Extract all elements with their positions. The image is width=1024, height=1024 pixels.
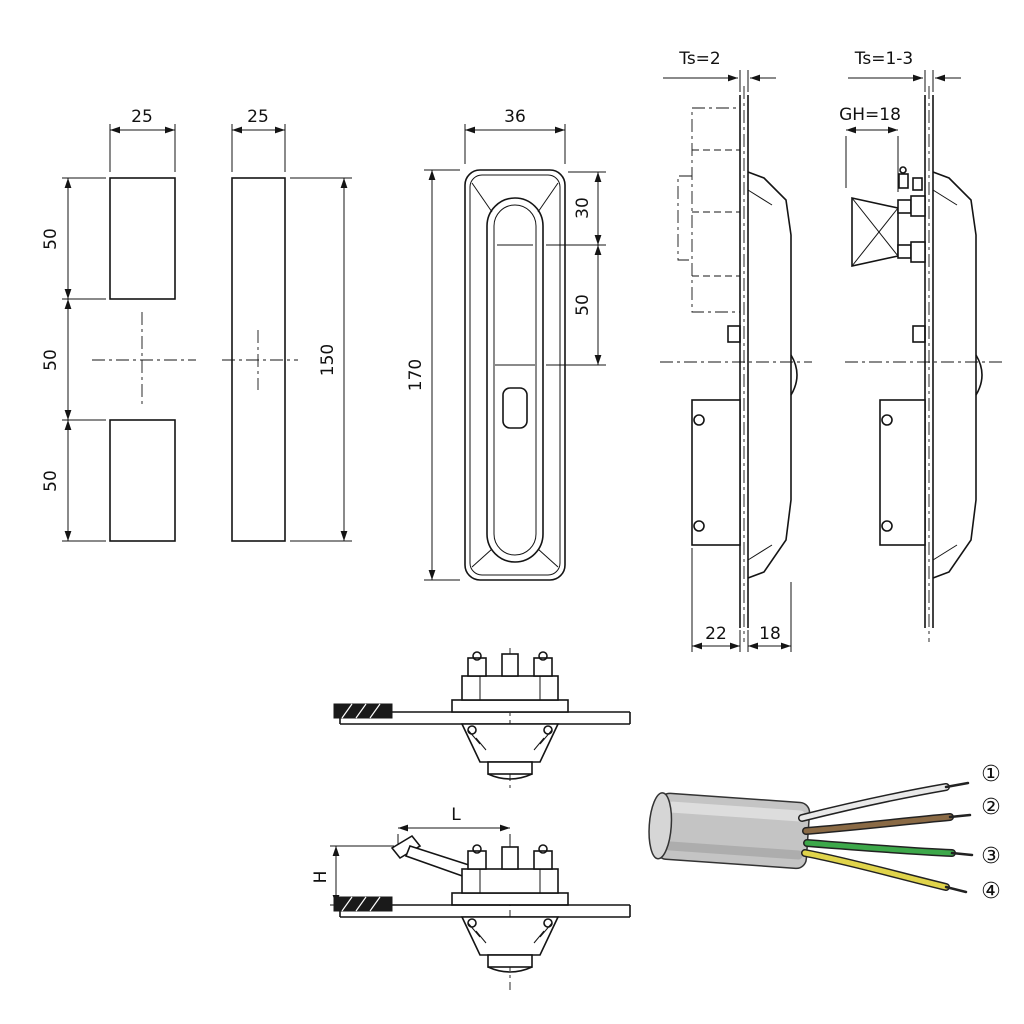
cylinder-cone <box>460 723 560 780</box>
view-handle-front: 36 170 30 50 <box>406 107 606 581</box>
dim-label: 36 <box>504 107 526 127</box>
wire-number-labels: ① ② ③ ④ <box>981 762 1001 904</box>
dim-label: 50 <box>41 470 61 492</box>
lock-case <box>691 399 741 546</box>
block-tall <box>231 177 286 542</box>
block-lower <box>109 419 176 542</box>
wire-label-2: ② <box>981 795 1001 820</box>
cable-end-cap <box>648 792 673 860</box>
dim-grip-height: GH=18 <box>839 105 901 192</box>
wire-4 <box>802 850 949 890</box>
cylinder-cone <box>460 916 560 973</box>
wire-label-3: ③ <box>981 844 1001 869</box>
handle-bump <box>975 354 983 396</box>
dim-panel-thickness: Ts=1-3 <box>848 49 961 92</box>
view-section-open: L H <box>311 805 631 990</box>
dim-depths: 22 18 <box>691 548 792 652</box>
dim-label: 25 <box>131 107 153 127</box>
dim-label: 50 <box>41 228 61 250</box>
dim-label: 22 <box>705 624 727 644</box>
dim-tall-width: 25 <box>231 107 286 172</box>
dim-label: H <box>311 871 331 884</box>
view-side-ts13: Ts=1-3 GH=18 <box>839 49 1005 642</box>
view-section-closed <box>333 648 631 792</box>
latch-mechanism <box>451 651 569 713</box>
cam-hidden-outline <box>691 107 741 313</box>
cable-stub <box>333 703 393 719</box>
cable-illustration: ① ② ③ ④ <box>648 762 1001 904</box>
dim-label: 170 <box>406 359 426 391</box>
dim-label: 18 <box>759 624 781 644</box>
dim-front-width: 36 <box>464 107 566 164</box>
escutcheon-profile <box>932 171 977 579</box>
wires <box>798 781 974 894</box>
handle-bump <box>790 354 798 396</box>
view-block-tall: 25 150 <box>222 107 352 542</box>
dim-label: GH=18 <box>839 105 901 125</box>
pivot-detail <box>912 325 926 343</box>
dim-label: 50 <box>41 349 61 371</box>
dim-label: 30 <box>573 197 593 219</box>
dim-panel-thickness: Ts=2 <box>663 49 776 92</box>
view-side-ts2: Ts=2 22 18 <box>660 49 812 652</box>
pivot-detail <box>727 325 741 343</box>
cam-open-assembly <box>851 166 926 267</box>
dim-label: 50 <box>573 294 593 316</box>
dim-label: L <box>451 805 461 825</box>
view-block-pair: 25 50 50 50 <box>41 107 196 542</box>
block-upper <box>109 177 176 300</box>
cable-body <box>648 792 811 870</box>
wire-1 <box>799 784 949 821</box>
dim-handle-offsets: 30 50 <box>546 171 606 366</box>
escutcheon-outline <box>464 169 566 581</box>
cable-stub <box>333 896 393 912</box>
wire-2 <box>803 814 953 834</box>
dim-front-height: 170 <box>406 169 460 581</box>
dim-lever-height: H <box>311 845 394 906</box>
dim-label: Ts=2 <box>678 49 721 69</box>
dim-block-segments: 50 50 50 <box>41 177 106 542</box>
lock-case <box>879 399 926 546</box>
dim-label: Ts=1-3 <box>854 49 913 69</box>
escutcheon-profile <box>747 171 792 579</box>
dim-block-width: 25 <box>109 107 176 172</box>
lock-button <box>502 387 528 429</box>
handle-recess <box>486 197 544 563</box>
dim-label: 150 <box>318 344 338 376</box>
dim-tall-height: 150 <box>290 177 352 542</box>
latch-mechanism <box>451 844 569 906</box>
wire-label-4: ④ <box>981 879 1001 904</box>
wire-3 <box>804 840 955 856</box>
wire-label-1: ① <box>981 762 1001 787</box>
dim-label: 25 <box>247 107 269 127</box>
